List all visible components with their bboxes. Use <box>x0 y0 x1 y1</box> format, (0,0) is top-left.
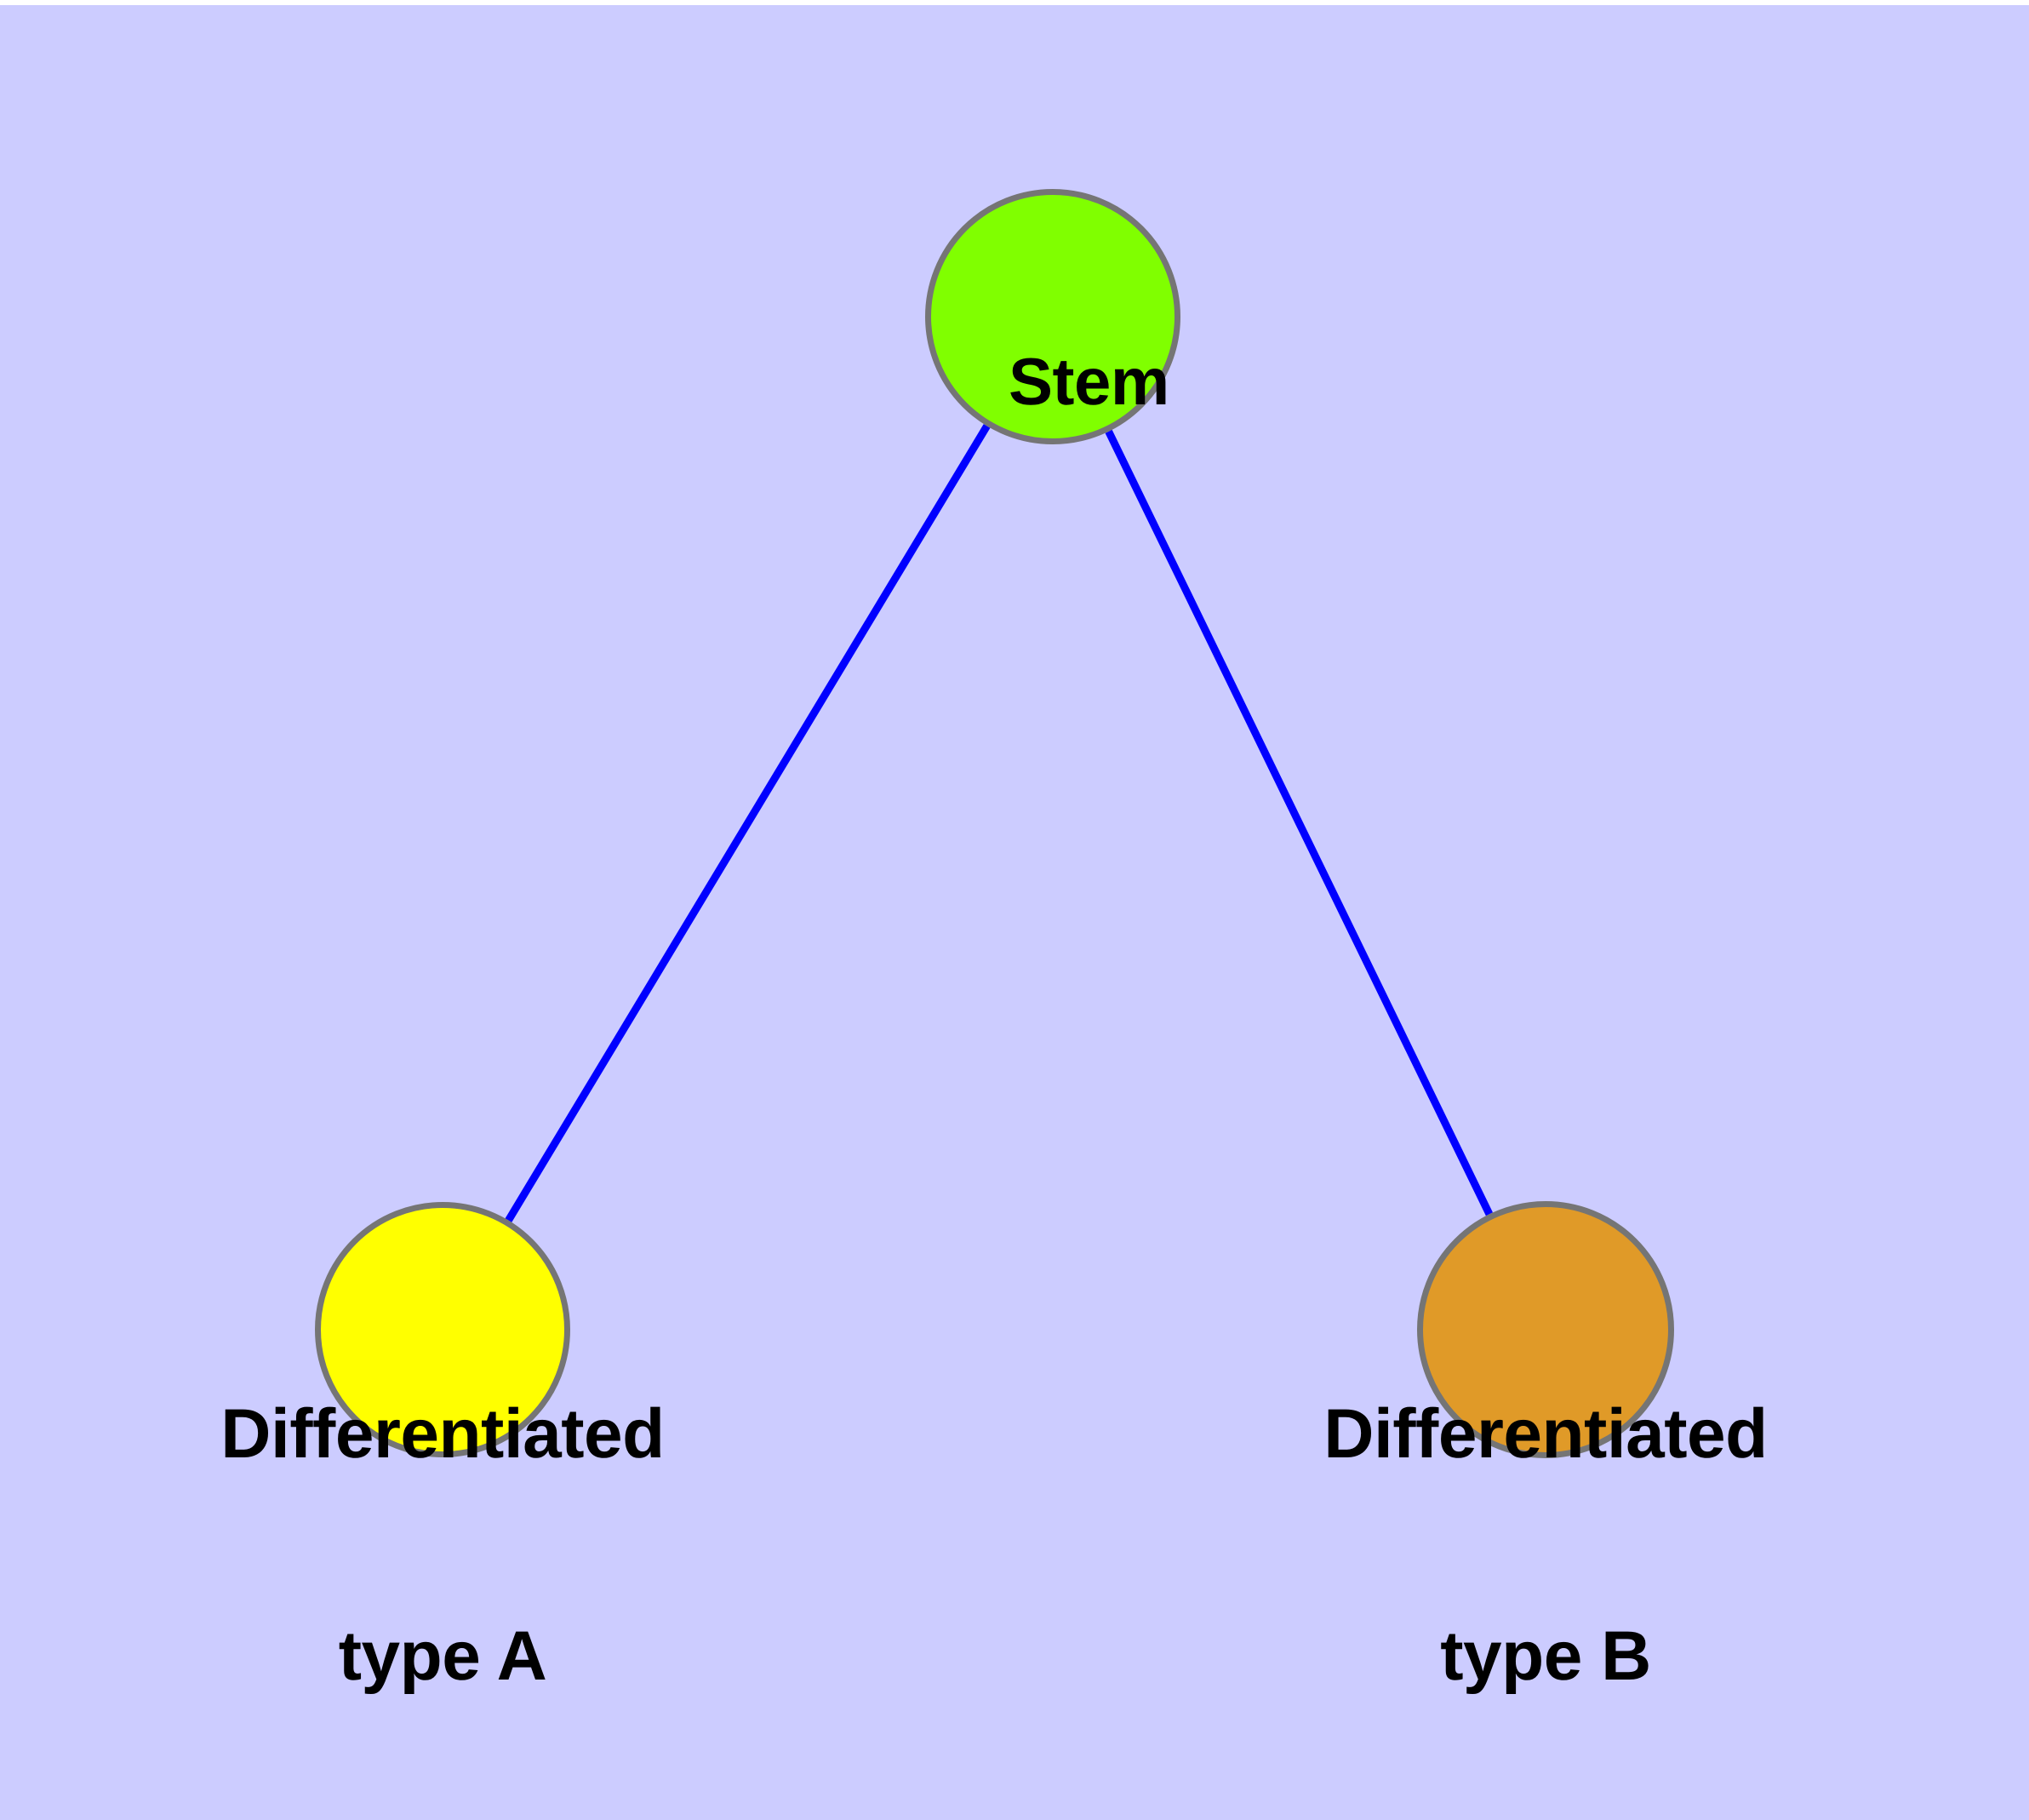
node-differentiated-type-b[interactable] <box>1417 1201 1674 1458</box>
edge-layer <box>505 424 1493 1222</box>
node-differentiated-type-a[interactable] <box>315 1202 570 1457</box>
edge-stem-to-differentiated-type-a[interactable] <box>505 424 991 1222</box>
node-layer <box>315 189 1674 1458</box>
node-stem[interactable] <box>925 189 1180 444</box>
edge-stem-to-differentiated-type-b[interactable] <box>1105 429 1493 1216</box>
